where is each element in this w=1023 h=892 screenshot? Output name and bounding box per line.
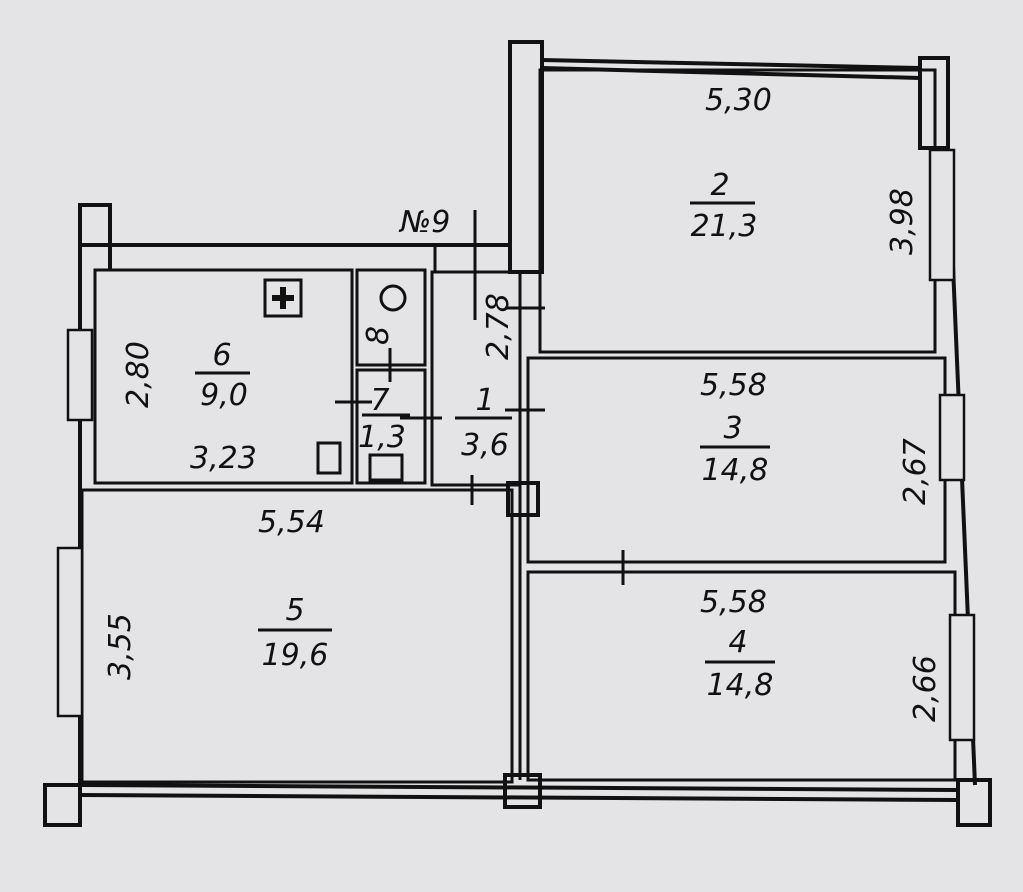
room-1-label: 1 3,6: [455, 383, 512, 463]
window: [66, 328, 94, 422]
room-3-label: 3 14,8: [700, 411, 770, 488]
svg-text:4: 4: [728, 625, 747, 660]
dim-room5-depth: 3,55: [103, 613, 138, 680]
window: [938, 393, 966, 482]
svg-text:6: 6: [212, 338, 231, 373]
dim-room1-depth: 2,78: [481, 293, 516, 360]
svg-text:7: 7: [370, 383, 389, 418]
svg-text:14,8: 14,8: [702, 453, 769, 488]
dim-room6-depth: 2,80: [121, 341, 156, 408]
room-4-label: 4 14,8: [705, 625, 775, 703]
apartment-number: №9: [398, 205, 450, 240]
dim-room3-width: 5,58: [700, 368, 767, 403]
sink-icon: [316, 441, 342, 475]
dim-room4-width: 5,58: [700, 585, 767, 620]
room-2-label: 2 21,3: [690, 168, 757, 244]
toilet-icon: [379, 284, 407, 312]
room-6-label: 6 9,0: [195, 338, 250, 413]
dim-room4-depth: 2,66: [908, 655, 943, 722]
room-8-number: 8: [361, 326, 396, 345]
svg-text:3,6: 3,6: [461, 428, 509, 463]
svg-text:2: 2: [710, 168, 729, 203]
window: [56, 546, 84, 718]
svg-text:21,3: 21,3: [691, 209, 758, 244]
room-6-outline: [93, 268, 354, 485]
svg-text:1,3: 1,3: [358, 420, 406, 455]
room-7-label: 7 1,3: [358, 383, 410, 455]
dim-room2-depth: 3,98: [885, 188, 920, 255]
bath-drain-icon: [368, 453, 404, 482]
window: [948, 613, 976, 742]
svg-text:1: 1: [475, 383, 494, 418]
svg-text:14,8: 14,8: [707, 668, 774, 703]
fixtures: [263, 278, 407, 482]
room-5-label: 5 19,6: [258, 593, 332, 673]
dim-room3-depth: 2,67: [898, 438, 933, 505]
svg-text:19,6: 19,6: [262, 638, 329, 673]
svg-text:3: 3: [723, 411, 742, 446]
walls: [43, 40, 992, 827]
dim-room5-width: 5,54: [258, 505, 325, 540]
dim-room2-width: 5,30: [705, 83, 772, 118]
windows: [56, 148, 976, 742]
dim-room6-width: 3,23: [190, 441, 257, 476]
window: [928, 148, 956, 282]
stove-icon: [263, 278, 303, 318]
svg-text:9,0: 9,0: [200, 378, 248, 413]
rooms: [80, 68, 957, 784]
svg-text:5: 5: [285, 593, 304, 628]
